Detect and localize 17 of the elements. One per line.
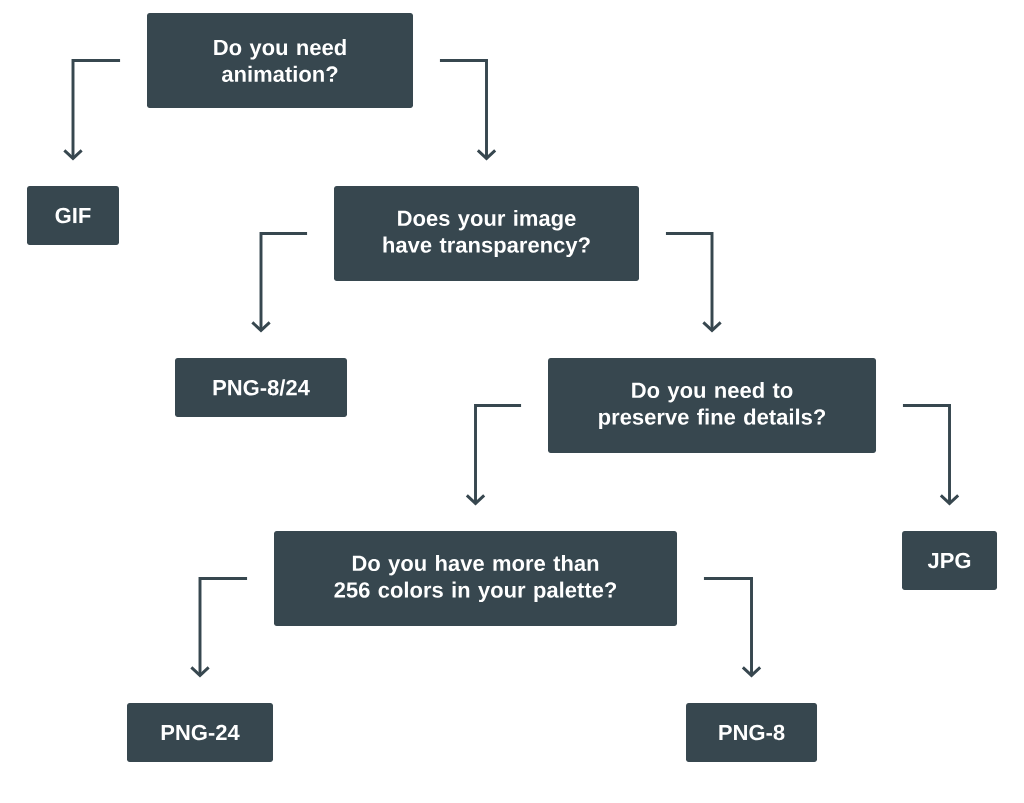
result-box: GIF <box>27 186 119 245</box>
result-box: JPG <box>902 531 997 590</box>
arrow <box>703 577 762 678</box>
arrow <box>251 232 308 333</box>
result-box: PNG-8/24 <box>175 358 347 417</box>
decision-box: Do you have more than 256 colors in your palette? <box>274 531 677 626</box>
result-box: PNG-8 <box>686 703 817 762</box>
decision-box: Does your image have transparency? <box>334 186 639 281</box>
arrow <box>902 404 960 506</box>
decision-box: Do you need animation? <box>147 13 413 108</box>
decision-box: Do you need to preserve fine details? <box>548 358 876 453</box>
result-box: PNG-24 <box>127 703 273 762</box>
arrow <box>465 404 522 506</box>
arrow <box>665 232 722 333</box>
arrow <box>190 577 248 678</box>
arrow <box>63 59 121 161</box>
arrow <box>439 59 497 161</box>
